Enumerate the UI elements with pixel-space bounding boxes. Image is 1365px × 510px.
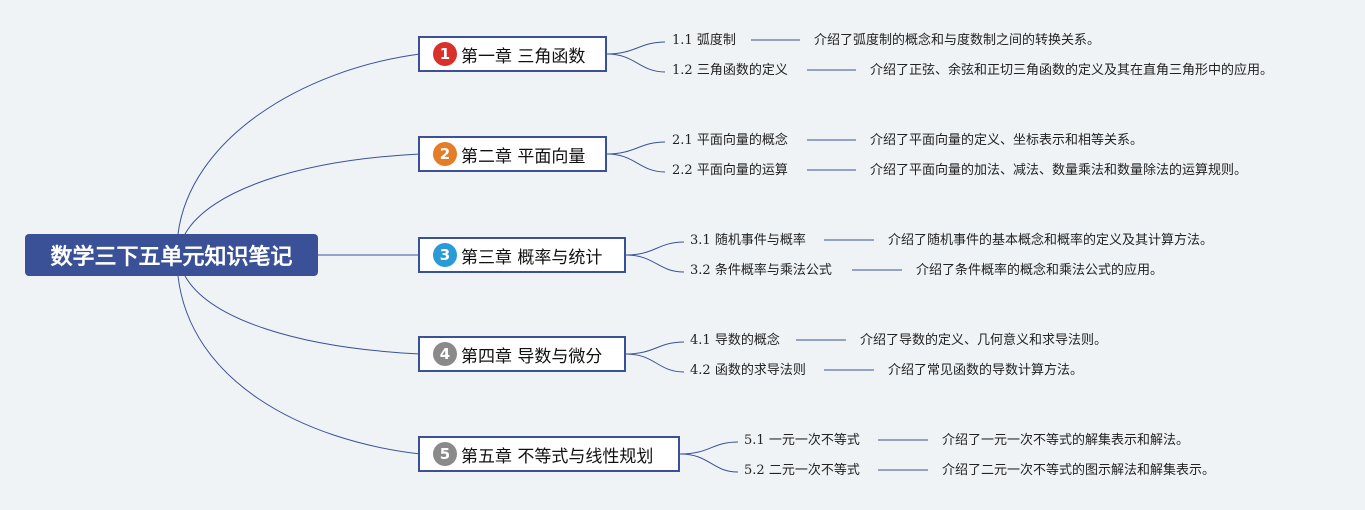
description-5-2[interactable]: 介绍了二元一次不等式的图示解法和解集表示。 <box>942 463 1216 478</box>
chapter-5-title: 第五章 不等式与线性规划 <box>461 446 654 467</box>
chapter-4-title: 第四章 导数与微分 <box>461 346 603 367</box>
section-number: 4.1 <box>690 333 711 348</box>
connector-ch2-s1 <box>606 141 666 155</box>
number-badge-1: 1 <box>433 42 457 66</box>
description-2-2[interactable]: 介绍了平面向量的加法、减法、数量乘法和数量除法的运算规则。 <box>870 163 1248 178</box>
connector-root-ch5 <box>177 275 421 455</box>
description-4-2[interactable]: 介绍了常见函数的导数计算方法。 <box>888 363 1084 378</box>
section-number: 5.1 <box>744 433 765 448</box>
connector-ch4-s2 <box>625 353 685 373</box>
section-title: 一元一次不等式 <box>768 433 860 448</box>
connector-ch5-s1 <box>679 441 739 455</box>
chapter-1-title: 第一章 三角函数 <box>461 46 586 67</box>
section-number: 2.1 <box>672 133 693 148</box>
chapter-4-node[interactable]: 4 第四章 导数与微分 <box>418 336 626 372</box>
section-number: 5.2 <box>744 463 765 478</box>
root-topic[interactable]: 数学三下五单元知识笔记 <box>25 234 318 276</box>
description-3-1[interactable]: 介绍了随机事件的基本概念和概率的定义及其计算方法。 <box>888 233 1214 248</box>
connector-ch3-s1 <box>625 241 685 256</box>
connector-ch1-s2 <box>606 53 666 73</box>
description-1-1[interactable]: 介绍了弧度制的概念和与度数制之间的转换关系。 <box>814 33 1101 48</box>
connector-ch5-s2 <box>679 453 739 473</box>
description-1-2[interactable]: 介绍了正弦、余弦和正切三角函数的定义及其在直角三角形中的应用。 <box>870 63 1274 78</box>
section-title: 随机事件与概率 <box>714 233 806 248</box>
connector-root-ch1 <box>177 53 421 235</box>
connector-root-ch4 <box>184 275 421 355</box>
section-4-1[interactable]: 4.1 导数的概念 <box>690 333 780 349</box>
connector-ch2-s2 <box>606 153 666 173</box>
description-4-1[interactable]: 介绍了导数的定义、几何意义和求导法则。 <box>860 333 1108 348</box>
number-badge-4: 4 <box>433 342 457 366</box>
description-3-2[interactable]: 介绍了条件概率的概念和乘法公式的应用。 <box>916 263 1164 278</box>
section-5-2[interactable]: 5.2 二元一次不等式 <box>744 463 860 479</box>
section-number: 4.2 <box>690 363 711 378</box>
section-title: 平面向量的概念 <box>696 133 788 148</box>
section-3-2[interactable]: 3.2 条件概率与乘法公式 <box>690 263 832 279</box>
chapter-2-node[interactable]: 2 第二章 平面向量 <box>418 136 607 172</box>
description-2-1[interactable]: 介绍了平面向量的定义、坐标表示和相等关系。 <box>870 133 1144 148</box>
section-2-2[interactable]: 2.2 平面向量的运算 <box>672 163 788 179</box>
section-number: 2.2 <box>672 163 693 178</box>
section-title: 导数的概念 <box>714 333 780 348</box>
description-5-1[interactable]: 介绍了一元一次不等式的解集表示和解法。 <box>942 433 1190 448</box>
chapter-3-node[interactable]: 3 第三章 概率与统计 <box>418 237 626 273</box>
connector-ch4-s1 <box>625 341 685 355</box>
section-4-2[interactable]: 4.2 函数的求导法则 <box>690 363 806 379</box>
section-1-2[interactable]: 1.2 三角函数的定义 <box>672 63 788 79</box>
section-title: 二元一次不等式 <box>768 463 860 478</box>
section-3-1[interactable]: 3.1 随机事件与概率 <box>690 233 806 249</box>
section-1-1[interactable]: 1.1 弧度制 <box>672 33 736 49</box>
chapter-3-title: 第三章 概率与统计 <box>461 247 603 268</box>
chapter-2-title: 第二章 平面向量 <box>461 146 586 167</box>
section-title: 弧度制 <box>696 33 736 48</box>
number-badge-2: 2 <box>433 142 457 166</box>
number-badge-5: 5 <box>433 442 457 466</box>
number-badge-3: 3 <box>433 243 457 267</box>
chapter-5-node[interactable]: 5 第五章 不等式与线性规划 <box>418 436 680 472</box>
section-number: 1.1 <box>672 33 693 48</box>
section-number: 3.1 <box>690 233 711 248</box>
connector-root-ch2 <box>184 153 421 235</box>
section-2-1[interactable]: 2.1 平面向量的概念 <box>672 133 788 149</box>
section-number: 1.2 <box>672 63 693 78</box>
connector-ch1-s1 <box>606 41 666 55</box>
section-title: 三角函数的定义 <box>696 63 788 78</box>
chapter-1-node[interactable]: 1 第一章 三角函数 <box>418 36 607 72</box>
section-title: 函数的求导法则 <box>714 363 806 378</box>
section-5-1[interactable]: 5.1 一元一次不等式 <box>744 433 860 449</box>
section-number: 3.2 <box>690 263 711 278</box>
section-title: 平面向量的运算 <box>696 163 788 178</box>
section-title: 条件概率与乘法公式 <box>714 263 832 278</box>
connector-ch3-s2 <box>625 254 685 273</box>
